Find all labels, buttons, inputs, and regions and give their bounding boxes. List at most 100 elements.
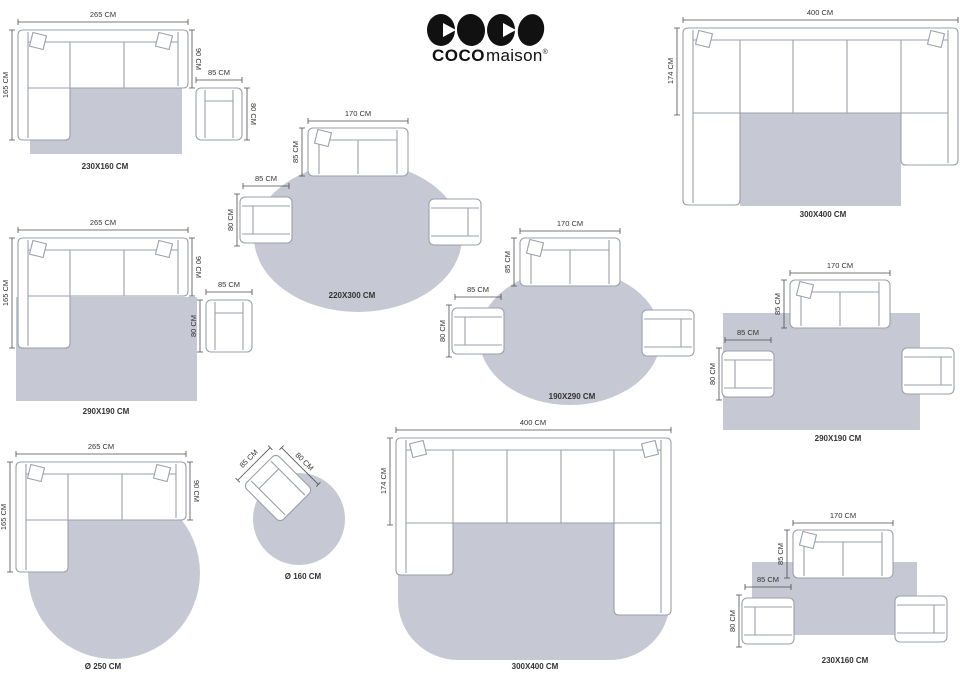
rug-size-label: 290X190 CM	[83, 407, 130, 416]
sofa-width-label: 170 CM	[345, 109, 371, 118]
dimension-line	[299, 127, 305, 177]
width-label: 400 CM	[807, 8, 833, 17]
sofa-depth-label: 85 CM	[776, 543, 785, 565]
rug-size-label: 230X160 CM	[822, 656, 869, 665]
dimension-line	[195, 77, 243, 83]
height-label: 165 CM	[0, 504, 8, 530]
dimension-line	[9, 29, 15, 141]
dimension-line	[519, 228, 621, 234]
diagram-lounge-oval-220x300: 170 CM 85 CM 85 CM 80 CM 220X300 CM	[226, 109, 482, 312]
dimension-line	[454, 294, 502, 300]
depth-label: 80 CM	[189, 315, 198, 337]
diagram-armchair-round-160: 85 CM 80 CM Ø 160 CM	[235, 445, 345, 581]
armchair	[195, 87, 243, 141]
diagram-armchair-top: 85 CM 80 CM	[195, 68, 258, 141]
armchair-right	[901, 347, 955, 395]
rug-size-label: 230X160 CM	[82, 162, 129, 171]
rug-size-label: 300X400 CM	[800, 210, 847, 219]
height-label: 174 CM	[666, 58, 675, 84]
diagram-corner-sofa-round-250: 265 CM 165 CM 90 CM Ø 250 CM	[0, 442, 201, 671]
dimension-line	[395, 427, 672, 433]
dimension-line	[235, 445, 273, 483]
armchair-left	[721, 350, 775, 398]
armchair-right	[641, 309, 695, 357]
depth-label: 80 CM	[294, 450, 316, 472]
chair-depth-label: 80 CM	[728, 610, 737, 632]
diagram-corner-sofa-230x160: 265 CM 165 CM 90 CM 230X160 CM	[1, 10, 203, 171]
diagram-u-sofa-300x400-bottom: 400 CM 174 CM 300X400 CM	[379, 418, 672, 671]
chair-width-label: 85 CM	[737, 328, 759, 337]
armchair-left	[239, 196, 293, 244]
armchair	[205, 299, 253, 353]
sofa	[307, 127, 409, 177]
dimension-line	[744, 584, 792, 590]
height-label: 165 CM	[1, 280, 10, 306]
sofa	[792, 529, 894, 579]
diagram-corner-sofa-290x190: 265 CM 165 CM 90 CM 290X190 CM	[1, 218, 203, 416]
armchair-left	[741, 597, 795, 645]
chair-width-label: 85 CM	[255, 174, 277, 183]
coco-maison-logo: COCOmaison®	[427, 14, 549, 65]
dimension-line	[9, 237, 15, 349]
diagram-lounge-rect-290x190: 170 CM 85 CM 85 CM 80 CM 290X190 CM	[708, 261, 955, 443]
height-label: 165 CM	[1, 72, 10, 98]
dimension-line	[197, 299, 203, 353]
dimension-line	[15, 451, 187, 457]
depth-label: 90 CM	[194, 256, 203, 278]
dimension-line	[792, 520, 894, 526]
dimension-line	[205, 289, 253, 295]
registered-mark: ®	[543, 48, 549, 56]
brand-coco: COCO	[432, 46, 485, 65]
rug-220x300	[254, 162, 462, 312]
rug-190x290	[479, 269, 661, 405]
dimension-line	[189, 29, 195, 89]
dimension-line	[307, 118, 409, 124]
dimension-line	[446, 304, 452, 358]
diagram-u-sofa-300x400-top: 400 CM 174 CM 300X400 CM	[666, 8, 959, 219]
diagram-armchair-mid: 85 CM 80 CM	[189, 280, 253, 353]
brand-maison: maison	[486, 46, 543, 65]
sofa-width-label: 170 CM	[827, 261, 853, 270]
dimension-line	[784, 529, 790, 579]
chair-width-label: 85 CM	[757, 575, 779, 584]
brand-wordmark: COCOmaison®	[432, 46, 549, 65]
dimension-line	[674, 27, 680, 116]
rug-round-250	[28, 487, 200, 659]
sofa-depth-label: 85 CM	[291, 141, 300, 163]
sofa-depth-label: 85 CM	[503, 251, 512, 273]
dimension-line	[387, 437, 393, 526]
dimension-line	[234, 193, 240, 247]
dimension-line	[242, 183, 290, 189]
depth-label: 90 CM	[192, 480, 201, 502]
width-label: 85 CM	[208, 68, 230, 77]
chair-width-label: 85 CM	[467, 285, 489, 294]
sofa-depth-label: 85 CM	[773, 293, 782, 315]
rug-size-label: 190X290 CM	[549, 392, 596, 401]
chair-depth-label: 80 CM	[708, 363, 717, 385]
dimension-line	[189, 237, 195, 297]
armchair-right	[894, 595, 948, 643]
dimension-line	[17, 19, 189, 25]
diagram-lounge-round-190x290: 170 CM 85 CM 85 CM 80 CM 190X290 CM	[438, 219, 695, 405]
coco-maison-logo-icon	[427, 14, 545, 46]
chair-depth-label: 80 CM	[226, 209, 235, 231]
dimension-line	[789, 270, 891, 276]
diagram-lounge-rect-230x160: 170 CM 85 CM 85 CM 80 CM 230X160 CM	[728, 511, 948, 665]
width-label: 265 CM	[88, 442, 114, 451]
dimension-line	[781, 279, 787, 329]
armchair-right	[428, 198, 482, 246]
dimension-line	[244, 87, 250, 141]
width-label: 400 CM	[520, 418, 546, 427]
armchair-left	[451, 307, 505, 355]
dimension-line	[724, 337, 772, 343]
depth-label: 80 CM	[249, 103, 258, 125]
depth-label: 90 CM	[194, 48, 203, 70]
width-label: 265 CM	[90, 10, 116, 19]
rug-size-label: 220X300 CM	[329, 291, 376, 300]
dimension-line	[17, 227, 189, 233]
sofa-width-label: 170 CM	[557, 219, 583, 228]
sofa	[519, 237, 621, 287]
sofa	[789, 279, 891, 329]
dimension-line	[682, 17, 959, 23]
